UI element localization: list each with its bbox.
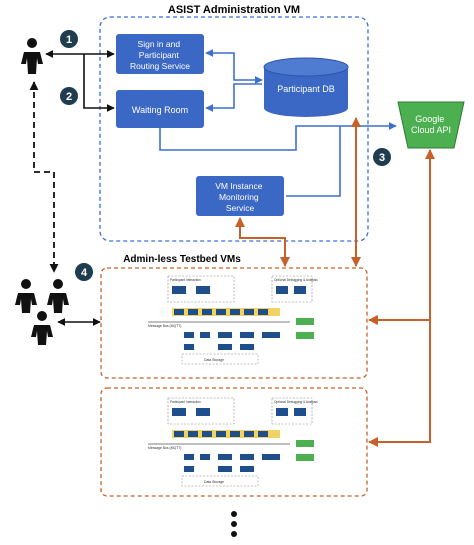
admin-vm-container <box>99 16 369 242</box>
google-testbed-connector <box>368 149 435 447</box>
thumb2-storage-label: Data Storage <box>204 480 224 484</box>
step-3-label: 3 <box>379 152 385 164</box>
step-4-badge: 4 <box>75 263 93 281</box>
step-2-badge: 2 <box>60 87 78 105</box>
participant-waiting-connector <box>83 54 115 112</box>
waiting-google-connector <box>159 122 397 151</box>
vm-monitor-testbed-connector <box>235 217 290 267</box>
testbed-vm-2-container <box>100 387 368 497</box>
vm-monitor-google-connector <box>286 126 341 197</box>
step-3-badge: 3 <box>373 148 391 166</box>
step-2-label: 2 <box>66 91 72 103</box>
testbed-architecture-thumbnail-1: Participant Interaction Optional Debuggi… <box>148 275 318 365</box>
signin-line-3: Routing Service <box>130 61 190 71</box>
participant-icon <box>21 38 43 74</box>
waiting-room-box: Waiting Room <box>116 90 204 128</box>
thumb2-participant-label: Participant Interaction <box>170 400 201 404</box>
more-vms-ellipsis-icon <box>231 511 237 537</box>
google-line-2: Cloud API <box>411 125 451 135</box>
testbed-architecture-thumbnail-2: Participant Interaction Optional Debuggi… <box>148 397 318 487</box>
signin-line-1: Sign in and <box>138 39 181 49</box>
participant-db-label: Participant DB <box>277 84 335 94</box>
signin-routing-service-box: Sign in and Participant Routing Service <box>116 34 204 74</box>
signin-db-connector <box>205 49 263 84</box>
admin-vm-title: ASIST Administration VM <box>168 4 300 16</box>
thumb1-optional-label: Optional Debugging & Analysis <box>274 278 318 282</box>
google-line-1: Google <box>415 114 444 124</box>
participant-db-cylinder: Participant DB <box>263 57 349 117</box>
thumb2-optional-label: Optional Debugging & Analysis <box>274 400 318 404</box>
vm-monitor-line-2: Monitoring <box>219 192 259 202</box>
participant-to-testbed-dashed <box>29 81 59 273</box>
step-4-label: 4 <box>81 267 88 279</box>
svg-text:VM Instance Monitoring: VM Instance Monitoring Service <box>215 181 265 213</box>
thumb1-participant-label: Participant Interaction <box>170 278 201 282</box>
thumb1-bus-label: Message Bus (MQTT) <box>148 324 181 328</box>
vm-monitor-line-1: VM Instance <box>215 181 263 191</box>
svg-text:Sign in and Participant: Sign in and Participant Routing Service <box>130 39 190 71</box>
step-1-badge: 1 <box>60 30 78 48</box>
testbed-title: Admin-less Testbed VMs <box>123 254 241 265</box>
testbed-vm-1-container <box>100 267 368 379</box>
participants-group-icon <box>15 279 69 345</box>
waiting-room-label: Waiting Room <box>132 105 188 115</box>
vm-monitor-line-3: Service <box>226 203 255 213</box>
vm-monitoring-service-box: VM Instance Monitoring Service <box>196 176 284 216</box>
signin-line-2: Participant <box>139 50 180 60</box>
step-1-label: 1 <box>66 34 72 46</box>
google-cloud-api-shape: Google Cloud API <box>397 101 465 149</box>
thumb1-storage-label: Data Storage <box>204 358 224 362</box>
svg-text:Google Cloud API: Google Cloud API <box>411 114 451 135</box>
waiting-db-connector <box>205 83 262 112</box>
thumb2-bus-label: Message Bus (MQTT) <box>148 446 181 450</box>
